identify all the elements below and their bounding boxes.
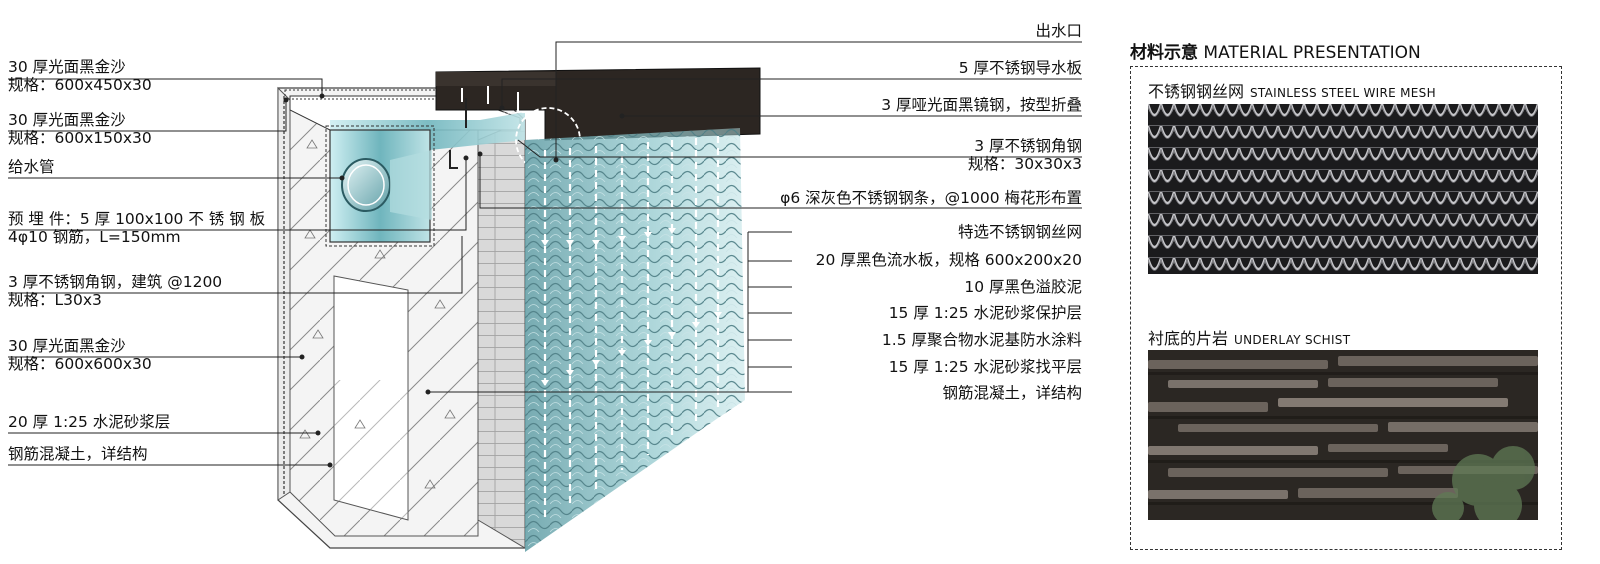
label-line: 20 厚 1:25 水泥砂浆层 bbox=[8, 413, 171, 431]
steel-cap bbox=[435, 67, 761, 173]
label-line: 规格：600x150x30 bbox=[8, 129, 152, 147]
label-line: 规格：30x30x3 bbox=[967, 155, 1082, 173]
layer-label: 钢筋混凝土，详结构 bbox=[942, 384, 1082, 402]
wire-mesh-curtain bbox=[525, 128, 745, 552]
label-angle-steel-left: 3 厚不锈钢角钢，建筑 @1200 规格：L30x3 bbox=[8, 273, 222, 309]
label-line: 30 厚光面黑金沙 bbox=[8, 111, 126, 129]
label-line: 给水管 bbox=[8, 158, 55, 176]
layer-label: 1.5 厚聚合物水泥基防水涂料 bbox=[881, 331, 1082, 349]
label-line: 预 埋 件：5 厚 100x100 不 锈 钢 板 bbox=[8, 210, 266, 228]
layer-label: 10 厚黑色溢胶泥 bbox=[964, 278, 1082, 296]
water-basin bbox=[284, 89, 525, 247]
label-line: 4φ10 钢筋，L=150mm bbox=[8, 228, 181, 246]
label-line: 出水口 bbox=[1035, 22, 1082, 40]
material-title-cn: 材料示意 bbox=[1130, 43, 1198, 63]
layer-label: 15 厚 1:25 水泥砂浆找平层 bbox=[888, 358, 1082, 376]
material-item-cn: 衬底的片岩 bbox=[1148, 329, 1229, 348]
schist-photo-icon bbox=[1148, 350, 1538, 520]
label-mirror-steel: 3 厚哑光面黑镜钢，按型折叠 bbox=[881, 96, 1082, 114]
label-stone-600x450: 30 厚光面黑金沙 规格：600x450x30 bbox=[8, 58, 152, 94]
label-embedded-plate: 预 埋 件：5 厚 100x100 不 锈 钢 板 4φ10 钢筋，L=150m… bbox=[8, 210, 265, 246]
label-line: 3 厚不锈钢角钢，建筑 @1200 bbox=[8, 273, 223, 291]
label-water-pipe: 给水管 bbox=[8, 158, 55, 176]
material-item-cn: 不锈钢钢丝网 bbox=[1148, 82, 1245, 101]
label-steel-bars: φ6 深灰色不锈钢钢条，@1000 梅花形布置 bbox=[780, 189, 1082, 207]
label-water-outlet: 出水口 bbox=[1035, 22, 1082, 40]
layer-label: 20 厚黑色流水板，规格 600x200x20 bbox=[815, 251, 1082, 269]
material-item-title: 不锈钢钢丝网 STAINLESS STEEL WIRE MESH bbox=[1148, 78, 1436, 102]
label-line: 5 厚不锈钢导水板 bbox=[958, 59, 1082, 77]
label-stone-600x150: 30 厚光面黑金沙 规格：600x150x30 bbox=[8, 111, 152, 147]
material-item-en: UNDERLAY SCHIST bbox=[1234, 333, 1351, 347]
label-line: 规格：600x450x30 bbox=[8, 76, 152, 94]
left-leader-lines bbox=[8, 78, 469, 468]
right-leader-lines bbox=[425, 41, 1082, 395]
label-angle-steel-right: 3 厚不锈钢角钢 规格：30x30x3 bbox=[968, 137, 1082, 173]
label-line: 规格：600x600x30 bbox=[8, 355, 152, 373]
material-panel-title: 材料示意 MATERIAL PRESENTATION bbox=[1130, 38, 1421, 63]
label-guide-plate: 5 厚不锈钢导水板 bbox=[959, 59, 1082, 77]
label-line: 钢筋混凝土，详结构 bbox=[8, 445, 148, 463]
label-stone-600x600: 30 厚光面黑金沙 规格：600x600x30 bbox=[8, 337, 152, 373]
water-pipe-icon bbox=[341, 158, 391, 212]
label-concrete-left: 钢筋混凝土，详结构 bbox=[8, 445, 148, 463]
material-item-en: STAINLESS STEEL WIRE MESH bbox=[1250, 86, 1436, 100]
layer-label: 特选不锈钢钢丝网 bbox=[957, 223, 1082, 241]
material-item-title: 衬底的片岩 UNDERLAY SCHIST bbox=[1148, 325, 1350, 349]
label-mortar-layer: 20 厚 1:25 水泥砂浆层 bbox=[8, 413, 170, 431]
label-line: φ6 深灰色不锈钢钢条，@1000 梅花形布置 bbox=[780, 189, 1082, 207]
material-panel bbox=[1130, 66, 1562, 550]
flow-arrows bbox=[541, 228, 722, 386]
material-title-en: MATERIAL PRESENTATION bbox=[1203, 43, 1421, 63]
wire-mesh-photo-icon bbox=[1148, 104, 1538, 274]
label-line: 规格：L30x3 bbox=[8, 291, 102, 309]
label-line: 30 厚光面黑金沙 bbox=[8, 337, 126, 355]
label-line: 3 厚不锈钢角钢 bbox=[974, 137, 1082, 155]
label-line: 3 厚哑光面黑镜钢，按型折叠 bbox=[881, 96, 1082, 114]
label-line: 30 厚光面黑金沙 bbox=[8, 58, 126, 76]
layer-label: 15 厚 1:25 水泥砂浆保护层 bbox=[888, 304, 1082, 322]
